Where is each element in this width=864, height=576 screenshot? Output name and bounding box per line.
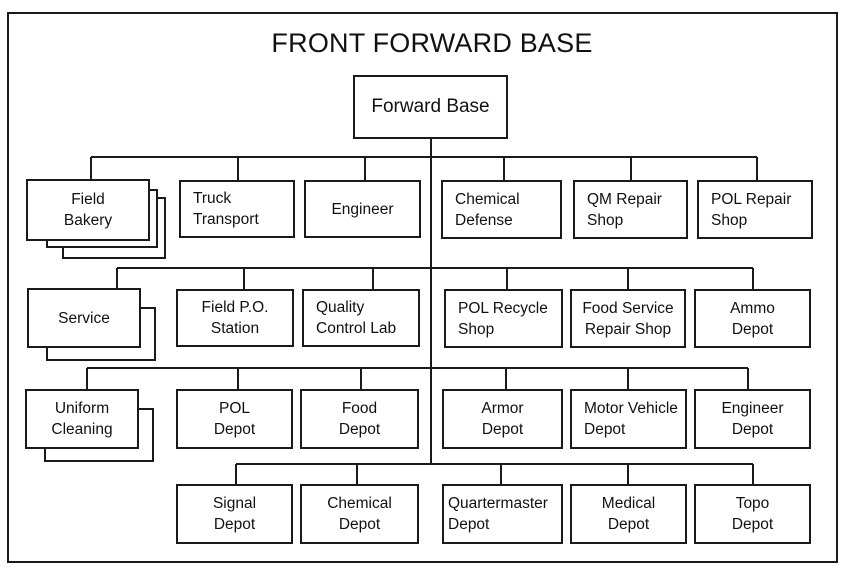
motor-vehicle-depot-label: Motor Vehicle Depot [584,400,678,438]
diagram-frame [7,12,838,563]
pol-depot-label: POL Depot [213,400,256,438]
uniform-cleaning-label: Uniform Cleaning [51,400,113,438]
quality-control-lab-box: Quality Control Lab [302,289,420,347]
armor-depot-box: Armor Depot [442,389,563,449]
chemical-depot-box: Chemical Depot [300,484,419,544]
topo-depot-label: Topo Depot [731,495,774,533]
chemical-depot-label: Chemical Depot [327,495,392,533]
medical-depot-box: Medical Depot [570,484,687,544]
engineer-box: Engineer [304,180,421,238]
pol-recycle-shop-box: POL Recycle Shop [444,289,563,348]
field-bakery-box: Field Bakery [26,179,150,241]
ammo-depot-box: Ammo Depot [694,289,811,348]
service-box: Service [27,288,141,348]
field-po-station-box: Field P.O. Station [176,289,294,347]
pol-depot-box: POL Depot [176,389,293,449]
service-label: Service [58,309,110,327]
food-service-repair-shop-label: Food Service Repair Shop [582,299,674,338]
engineer-depot-label: Engineer Depot [721,400,784,438]
chemical-defense-box: Chemical Defense [441,180,562,239]
uniform-cleaning-box: Uniform Cleaning [25,389,139,449]
medical-depot-label: Medical Depot [601,495,656,533]
forward-base-box: Forward Base [353,75,508,139]
truck-transport-box: Truck Transport [179,180,295,238]
qm-repair-shop-box: QM Repair Shop [573,180,688,239]
topo-depot-box: Topo Depot [694,484,811,544]
signal-depot-box: Signal Depot [176,484,293,544]
armor-depot-label: Armor Depot [481,400,524,438]
signal-depot-label: Signal Depot [212,495,257,533]
quartermaster-depot-box: Quartermaster Depot [442,484,563,544]
truck-transport-label: Truck Transport [193,190,259,228]
quality-control-lab-label: Quality Control Lab [316,299,397,337]
qm-repair-shop-label: QM Repair Shop [587,190,662,229]
food-depot-label: Food Depot [338,400,381,438]
pol-repair-shop-label: POL Repair Shop [711,190,792,229]
pol-repair-shop-box: POL Repair Shop [697,180,813,239]
engineer-label: Engineer [331,200,394,218]
diagram-title: FRONT FORWARD BASE [271,28,593,58]
food-service-repair-shop-box: Food Service Repair Shop [570,289,686,348]
ammo-depot-label: Ammo Depot [730,299,775,338]
pol-recycle-shop-label: POL Recycle Shop [458,299,548,338]
field-po-station-label: Field P.O. Station [201,299,269,337]
engineer-depot-box: Engineer Depot [694,389,811,449]
field-bakery-label: Field Bakery [63,191,113,229]
quartermaster-depot-label: Quartermaster Depot [448,495,548,533]
food-depot-box: Food Depot [300,389,419,449]
chemical-defense-label: Chemical Defense [455,190,520,229]
forward-base-label: Forward Base [371,96,490,117]
motor-vehicle-depot-box: Motor Vehicle Depot [570,389,687,449]
